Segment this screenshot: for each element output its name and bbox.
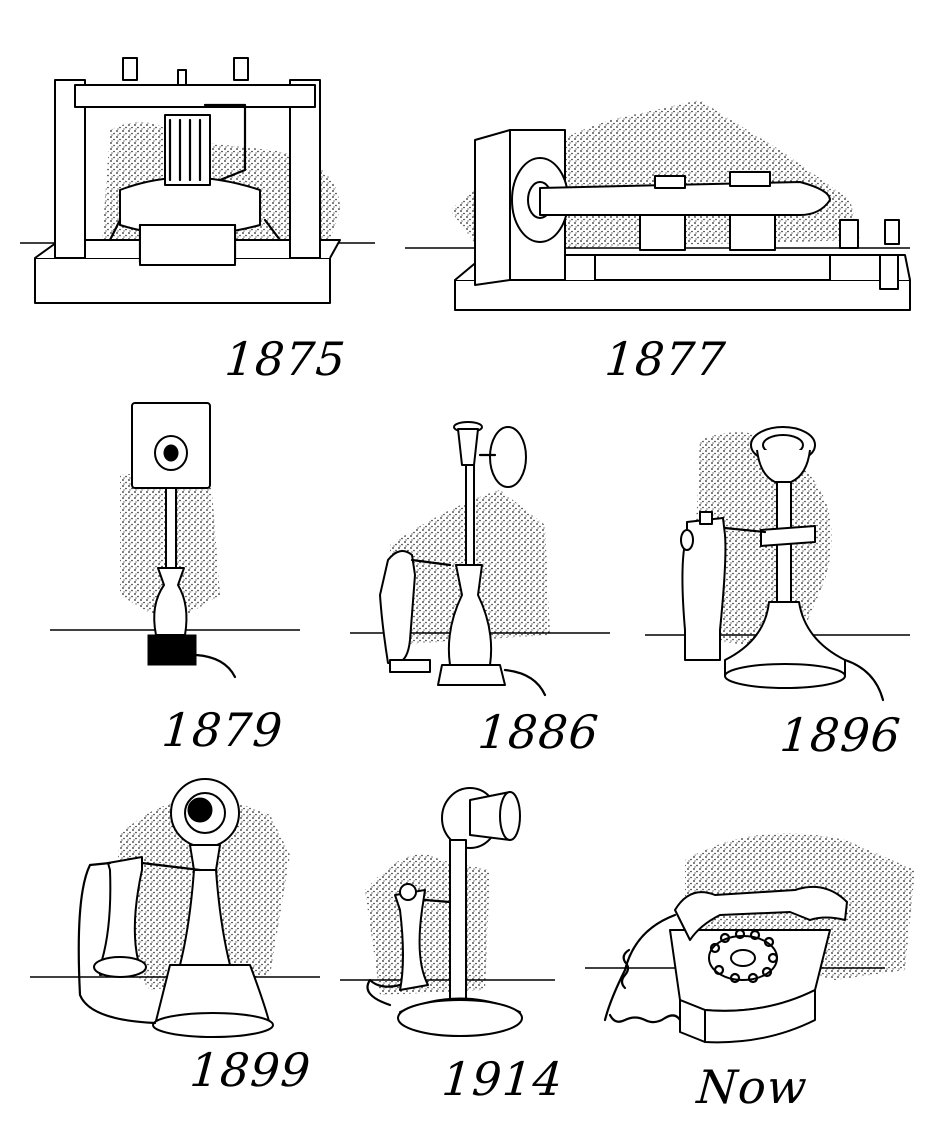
year-label-1886: 1886 xyxy=(476,705,601,759)
year-label-1896: 1896 xyxy=(778,708,903,762)
telephone-1877: 1877 xyxy=(400,90,920,386)
year-label-1877: 1877 xyxy=(603,332,728,386)
telephone-1896: 1896 xyxy=(645,420,935,762)
telephone-1879: 1879 xyxy=(50,395,310,757)
telephone-1899: 1899 xyxy=(30,775,330,1105)
telephone-1886-illustration xyxy=(350,421,610,697)
year-label-1914: 1914 xyxy=(440,1052,565,1106)
year-label-now: Now xyxy=(695,1060,810,1114)
telephone-1886: 1886 xyxy=(350,415,610,760)
year-label-1899: 1899 xyxy=(188,1043,313,1097)
year-label-1875: 1875 xyxy=(223,332,348,386)
telephone-now: Now xyxy=(585,820,930,1120)
telephone-1875-illustration xyxy=(20,57,375,304)
telephone-1875: 1875 xyxy=(20,40,380,386)
year-label-1879: 1879 xyxy=(160,703,285,757)
telephone-1899-illustration xyxy=(30,778,320,1038)
telephone-now-illustration xyxy=(585,833,915,1044)
telephone-1914: 1914 xyxy=(340,780,580,1106)
telephone-1914-illustration xyxy=(340,787,555,1037)
telephone-1896-illustration xyxy=(645,426,910,702)
telephone-1879-illustration xyxy=(50,402,300,679)
telephone-1877-illustration xyxy=(405,100,911,311)
